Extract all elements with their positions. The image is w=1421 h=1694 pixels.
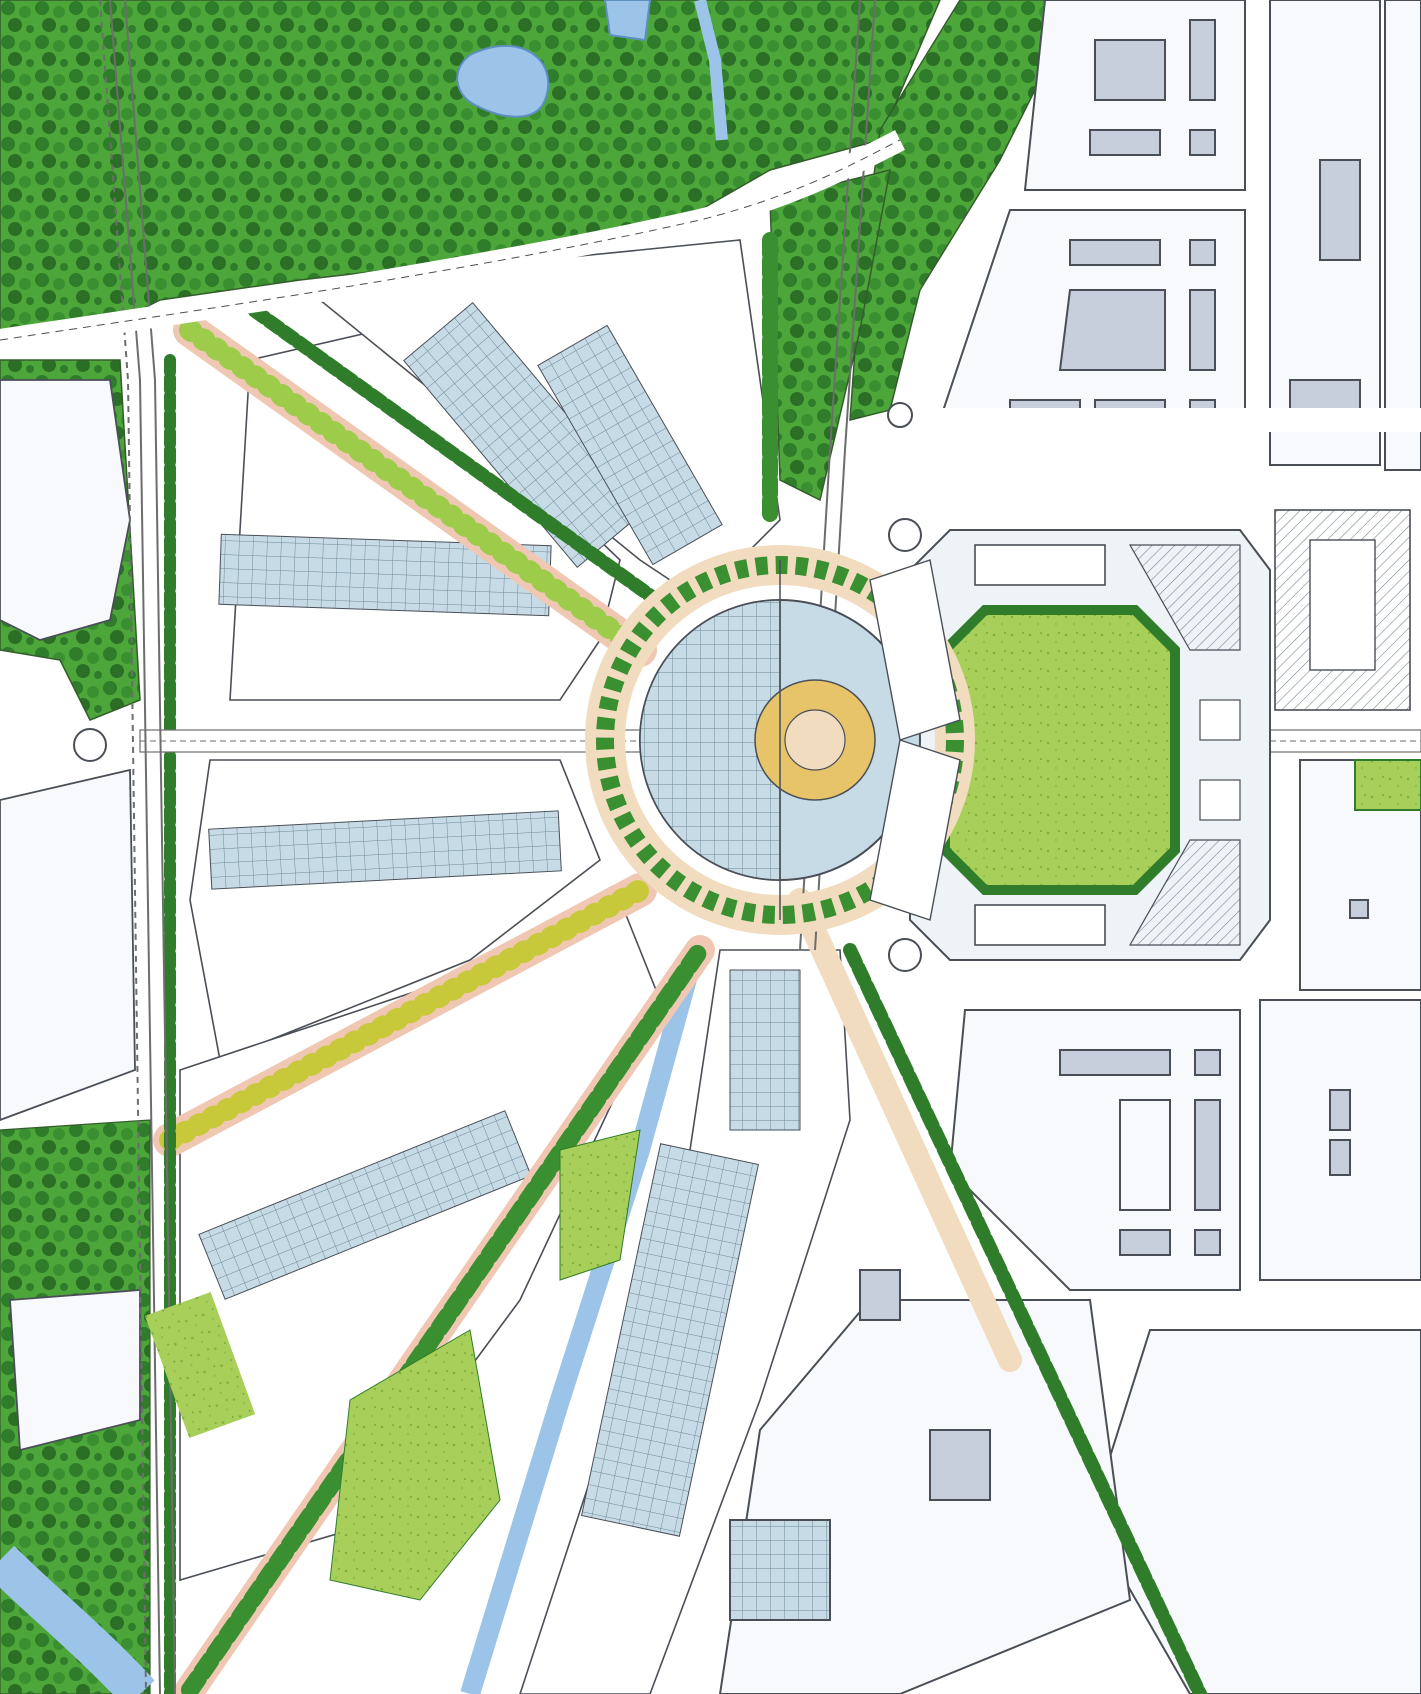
northern-roads <box>0 130 905 351</box>
canal-south <box>460 947 705 1694</box>
stadium-annex <box>1274 509 1421 811</box>
city-blocks-east <box>718 0 1421 1694</box>
railway-line <box>99 0 876 1694</box>
central-circular-plaza <box>585 545 975 935</box>
pond-north <box>456 44 550 118</box>
stream-north <box>694 0 728 141</box>
radial-boulevards <box>153 232 1421 1694</box>
district-blocks-west <box>0 379 141 1452</box>
octagonal-stadium <box>909 529 1271 961</box>
pond-north-2 <box>603 0 652 42</box>
roundabouts <box>73 402 922 972</box>
river-southwest <box>0 1545 155 1694</box>
glass-pavilions <box>198 301 801 1537</box>
lawn-strips <box>144 1129 641 1601</box>
